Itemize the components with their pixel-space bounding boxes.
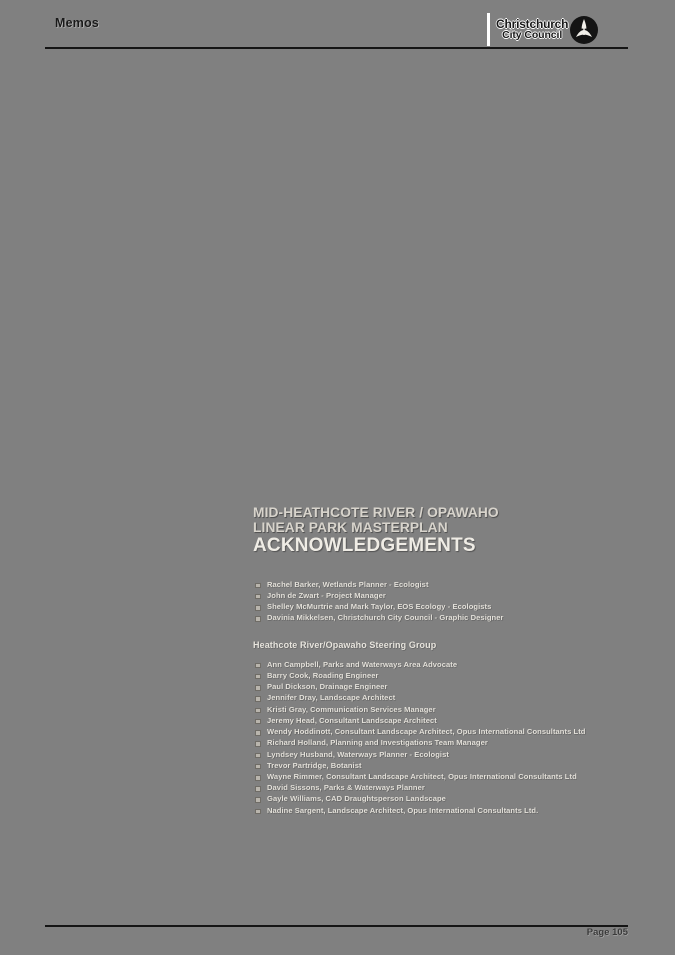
list-item: Paul Dickson, Drainage Engineer — [253, 681, 653, 692]
list-item: Jeremy Head, Consultant Landscape Archit… — [253, 715, 653, 726]
list-item: Davinia Mikkelsen, Christchurch City Cou… — [253, 612, 653, 623]
list-item: Ann Campbell, Parks and Waterways Area A… — [253, 659, 653, 670]
list-item: John de Zwart - Project Manager — [253, 590, 653, 601]
header-divider-rule — [45, 47, 628, 49]
acknowledgements-content: MID-HEATHCOTE RIVER / OPAWAHO LINEAR PAR… — [253, 505, 653, 816]
logo-line-city-council: City Council — [502, 29, 563, 42]
list-item: Wendy Hoddinott, Consultant Landscape Ar… — [253, 726, 653, 737]
steering-group-list: Ann Campbell, Parks and Waterways Area A… — [253, 659, 653, 816]
logo-wordmark: Christchurch City Council — [496, 13, 571, 46]
list-item: Barry Cook, Roading Engineer — [253, 670, 653, 681]
christchurch-city-council-logo: Christchurch City Council — [487, 13, 599, 46]
list-item: Lyndsey Husband, Waterways Planner - Eco… — [253, 749, 653, 760]
header-title: Memos — [55, 16, 100, 30]
list-item: David Sissons, Parks & Waterways Planner — [253, 782, 653, 793]
list-item: Jennifer Dray, Landscape Architect — [253, 692, 653, 703]
document-title-line-2: LINEAR PARK MASTERPLAN — [253, 520, 448, 536]
logo-divider-bar — [487, 13, 490, 46]
christchurch-city-council-crest-icon — [569, 15, 599, 45]
acknowledgements-list: Rachel Barker, Wetlands Planner - Ecolog… — [253, 579, 653, 624]
list-item: Richard Holland, Planning and Investigat… — [253, 737, 653, 748]
footer-divider-rule — [45, 925, 628, 927]
page-header: Memos Christchurch City Council — [0, 0, 675, 60]
list-item: Trevor Partridge, Botanist — [253, 760, 653, 771]
document-subtitle: ACKNOWLEDGEMENTS — [253, 535, 476, 557]
steering-group-heading: Heathcote River/Opawaho Steering Group — [253, 639, 437, 650]
list-item: Shelley McMurtrie and Mark Taylor, EOS E… — [253, 601, 653, 612]
list-item: Wayne Rimmer, Consultant Landscape Archi… — [253, 771, 653, 782]
list-item: Gayle Williams, CAD Draughtsperson Lands… — [253, 793, 653, 804]
footer-page-number: Page 105 — [586, 927, 628, 938]
list-item: Nadine Sargent, Landscape Architect, Opu… — [253, 805, 653, 816]
list-item: Kristi Gray, Communication Services Mana… — [253, 704, 653, 715]
logo-line-christchurch: Christchurch — [496, 16, 569, 31]
document-title-line-1: MID-HEATHCOTE RIVER / OPAWAHO — [253, 505, 499, 520]
list-item: Rachel Barker, Wetlands Planner - Ecolog… — [253, 579, 653, 590]
